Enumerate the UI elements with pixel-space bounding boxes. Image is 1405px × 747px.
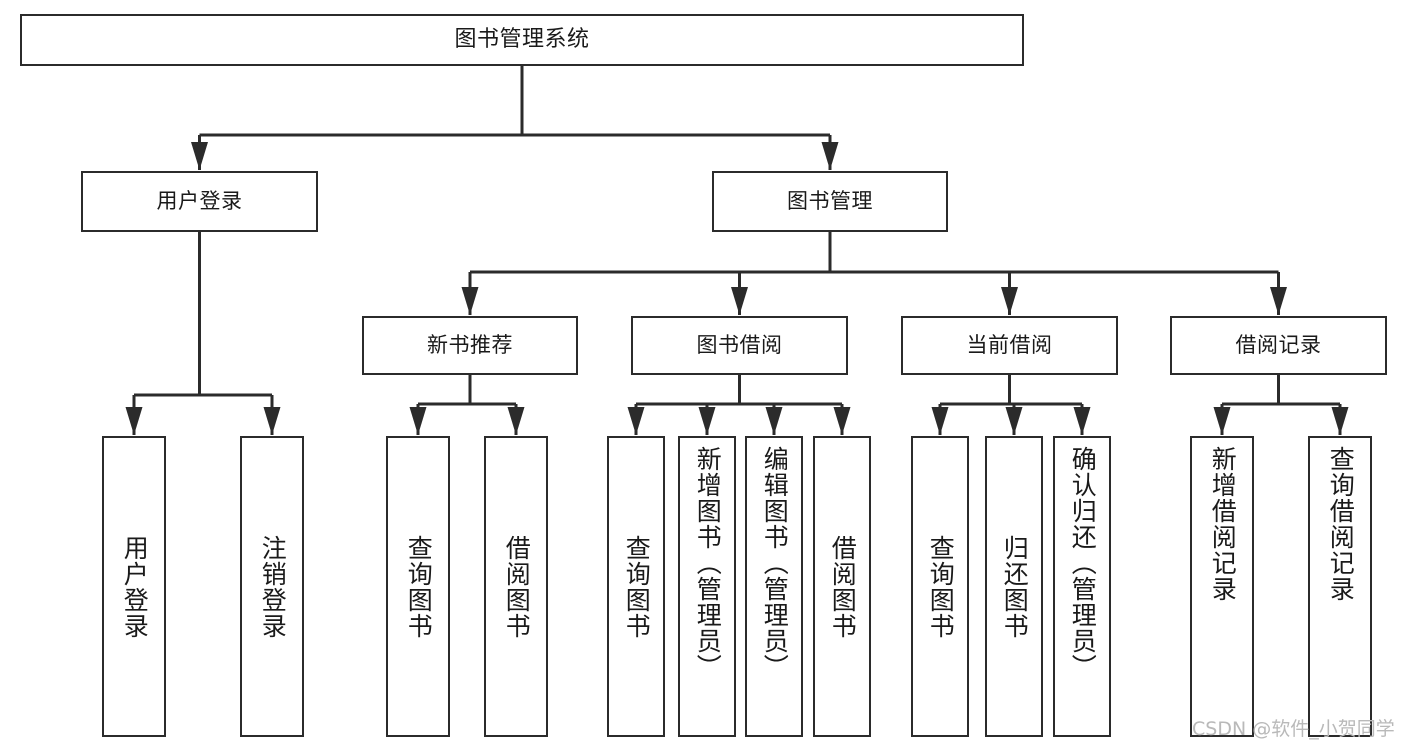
- arrowhead: [698, 407, 716, 435]
- node-label: 查询图书: [404, 534, 434, 639]
- arrowhead: [263, 407, 281, 435]
- arrowhead: [1270, 287, 1287, 315]
- node-label: 用户登录: [156, 188, 243, 213]
- arrowhead: [507, 407, 525, 435]
- node-label: 用户登录: [120, 534, 150, 639]
- node-leaf-add-book[interactable]: 新增图书（管理员）: [678, 436, 736, 737]
- node-label: 注销登录: [258, 534, 288, 639]
- node-label: 查询图书: [926, 534, 956, 639]
- node-label: 新书推荐: [427, 332, 513, 357]
- node-label: 图书管理系统: [454, 26, 590, 52]
- node-label: 图书管理: [787, 188, 873, 213]
- arrowhead: [765, 407, 783, 435]
- node-book-manage[interactable]: 图书管理: [712, 171, 948, 232]
- node-label: 新增借阅记录: [1208, 446, 1238, 602]
- node-leaf-query-record[interactable]: 查询借阅记录: [1308, 436, 1372, 737]
- arrowhead: [833, 407, 851, 435]
- node-label: 归还图书: [1000, 534, 1030, 639]
- arrowhead: [821, 142, 839, 170]
- node-leaf-query-book-1[interactable]: 查询图书: [386, 436, 450, 737]
- node-leaf-borrow-book-2[interactable]: 借阅图书: [813, 436, 871, 737]
- arrowhead: [1073, 407, 1091, 435]
- node-label: 借阅记录: [1235, 332, 1322, 357]
- node-label: 新增图书（管理员）: [693, 446, 723, 680]
- arrowhead: [125, 407, 143, 435]
- arrowhead: [1331, 407, 1349, 435]
- node-label: 借阅图书: [502, 534, 532, 639]
- node-label: 编辑图书（管理员）: [760, 446, 790, 680]
- node-root[interactable]: 图书管理系统: [20, 14, 1024, 66]
- node-leaf-query-book-2[interactable]: 查询图书: [607, 436, 665, 737]
- node-leaf-user-login[interactable]: 用户登录: [102, 436, 166, 737]
- arrowhead: [931, 407, 949, 435]
- node-book-borrow[interactable]: 图书借阅: [631, 316, 848, 375]
- node-new-book-rec[interactable]: 新书推荐: [362, 316, 578, 375]
- node-leaf-user-logout[interactable]: 注销登录: [240, 436, 304, 737]
- node-label: 图书借阅: [696, 332, 783, 357]
- node-borrow-record[interactable]: 借阅记录: [1170, 316, 1387, 375]
- node-label: 查询图书: [622, 534, 652, 639]
- node-leaf-query-book-3[interactable]: 查询图书: [911, 436, 969, 737]
- arrowhead: [1001, 287, 1018, 315]
- node-leaf-add-record[interactable]: 新增借阅记录: [1190, 436, 1254, 737]
- node-current-borrow[interactable]: 当前借阅: [901, 316, 1118, 375]
- arrowhead: [191, 142, 208, 170]
- arrowhead: [627, 407, 645, 435]
- arrowhead: [1005, 407, 1023, 435]
- node-leaf-confirm-return[interactable]: 确认归还（管理员）: [1053, 436, 1111, 737]
- node-leaf-borrow-book-1[interactable]: 借阅图书: [484, 436, 548, 737]
- node-label: 查询借阅记录: [1326, 446, 1356, 602]
- node-label: 当前借阅: [966, 332, 1053, 357]
- arrowhead: [461, 287, 479, 315]
- node-user-login[interactable]: 用户登录: [81, 171, 318, 232]
- node-label: 借阅图书: [828, 534, 858, 639]
- node-leaf-edit-book[interactable]: 编辑图书（管理员）: [745, 436, 803, 737]
- arrowhead: [1213, 407, 1231, 435]
- arrowhead: [409, 407, 427, 435]
- node-leaf-return-book[interactable]: 归还图书: [985, 436, 1043, 737]
- arrowhead: [731, 287, 748, 315]
- watermark: CSDN @软件_小贺同学: [1192, 718, 1395, 740]
- node-label: 确认归还（管理员）: [1068, 446, 1098, 680]
